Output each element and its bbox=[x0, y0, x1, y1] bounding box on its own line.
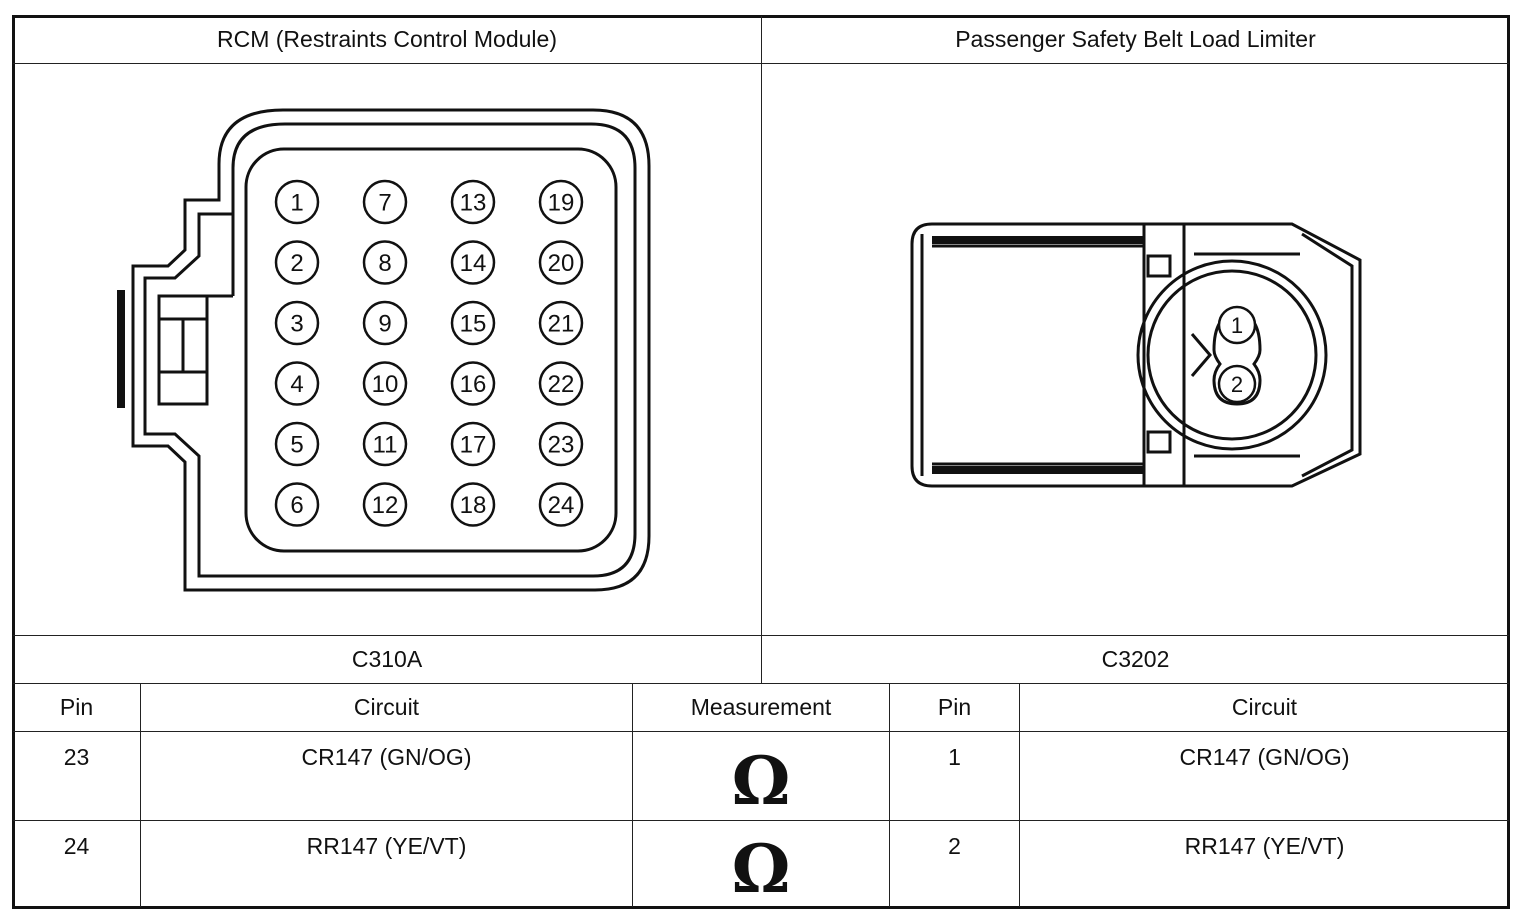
row1-circuit-b: CR147 (GN/OG) bbox=[1179, 744, 1350, 770]
limiter-pin-1-label: 1 bbox=[1231, 313, 1243, 338]
rcm-pin-7-circle bbox=[362, 179, 408, 225]
rcm-pin-1-circle bbox=[274, 179, 320, 225]
rcm-pin-6-label: 6 bbox=[290, 492, 303, 519]
row1-pin-a: 23 bbox=[63, 744, 90, 770]
load-limiter-connector-diagram: 12 bbox=[910, 222, 1362, 488]
rcm-pin-15-label: 15 bbox=[460, 311, 487, 338]
rcm-pin-12-circle bbox=[362, 482, 408, 527]
row2-measurement-ohm-icon: Ω bbox=[731, 830, 791, 908]
limiter-pin-1-circle bbox=[1217, 305, 1257, 345]
rcm-pin-10-circle bbox=[362, 361, 408, 406]
rcm-pin-24-circle bbox=[538, 482, 584, 527]
header-pin-b: Pin bbox=[937, 694, 972, 720]
divider-diagram-row bbox=[13, 635, 1509, 636]
rcm-pin-1-label: 1 bbox=[290, 190, 303, 217]
limiter-pin-2-circle bbox=[1217, 364, 1257, 404]
rcm-pin-5-label: 5 bbox=[290, 432, 303, 459]
row2-pin-b: 2 bbox=[948, 833, 961, 859]
rcm-pin-24-label: 24 bbox=[548, 492, 575, 519]
limiter-pin-2-label: 2 bbox=[1231, 372, 1243, 397]
rcm-pin-22-label: 22 bbox=[548, 371, 575, 398]
rcm-pin-18-circle bbox=[450, 482, 496, 527]
rcm-pin-14-circle bbox=[450, 240, 496, 285]
divider-id-row bbox=[13, 683, 1509, 684]
rcm-pin-19-label: 19 bbox=[548, 190, 575, 217]
rcm-pin-12-label: 12 bbox=[372, 492, 399, 519]
rcm-pin-8-label: 8 bbox=[378, 250, 391, 277]
rcm-pin-3-label: 3 bbox=[290, 311, 303, 338]
load-limiter-connector-id: C3202 bbox=[1101, 646, 1170, 672]
divider-col-4 bbox=[1019, 684, 1020, 907]
rcm-pin-17-circle bbox=[450, 421, 496, 467]
header-measurement: Measurement bbox=[690, 694, 832, 720]
rcm-pin-22-circle bbox=[538, 361, 584, 406]
rcm-connector-title: RCM (Restraints Control Module) bbox=[217, 26, 557, 52]
rcm-pin-8-circle bbox=[362, 240, 408, 285]
rcm-pin-10-label: 10 bbox=[372, 371, 399, 398]
rcm-pin-7-label: 7 bbox=[378, 190, 391, 217]
rcm-pin-11-circle bbox=[362, 421, 408, 467]
rcm-pin-5-circle bbox=[274, 421, 320, 467]
divider-title-row bbox=[13, 63, 1509, 64]
rcm-pin-16-circle bbox=[450, 361, 496, 406]
divider-connectors bbox=[761, 16, 762, 683]
row1-pin-b: 1 bbox=[948, 744, 961, 770]
header-circuit-a: Circuit bbox=[353, 694, 420, 720]
rcm-pin-3-circle bbox=[274, 300, 320, 346]
row2-pin-a: 24 bbox=[63, 833, 90, 859]
row1-measurement-ohm-icon: Ω bbox=[731, 742, 791, 820]
rcm-pin-20-circle bbox=[538, 240, 584, 285]
rcm-pin-13-circle bbox=[450, 179, 496, 225]
rcm-pin-23-label: 23 bbox=[548, 432, 575, 459]
rcm-pin-20-label: 20 bbox=[548, 250, 575, 277]
rcm-connector-id: C310A bbox=[351, 646, 423, 672]
divider-row-1 bbox=[13, 820, 1509, 821]
header-circuit-b: Circuit bbox=[1231, 694, 1298, 720]
rcm-pin-19-circle bbox=[538, 179, 584, 225]
rcm-pin-13-label: 13 bbox=[460, 190, 487, 217]
rcm-pin-2-circle bbox=[274, 240, 320, 285]
rcm-pin-9-circle bbox=[362, 300, 408, 346]
rcm-pin-4-label: 4 bbox=[290, 371, 303, 398]
rcm-pin-23-circle bbox=[538, 421, 584, 467]
rcm-pin-11-label: 11 bbox=[373, 432, 398, 459]
divider-col-3 bbox=[889, 684, 890, 907]
rcm-pin-21-circle bbox=[538, 300, 584, 346]
rcm-pin-21-label: 21 bbox=[548, 311, 575, 338]
row2-circuit-b: RR147 (YE/VT) bbox=[1184, 833, 1345, 859]
rcm-pin-17-label: 17 bbox=[460, 432, 487, 459]
rcm-pin-14-label: 14 bbox=[460, 250, 487, 277]
rcm-pin-18-label: 18 bbox=[460, 492, 487, 519]
rcm-pin-4-circle bbox=[274, 361, 320, 406]
row2-circuit-a: RR147 (YE/VT) bbox=[306, 833, 467, 859]
load-limiter-connector-title: Passenger Safety Belt Load Limiter bbox=[955, 26, 1316, 52]
divider-header-row bbox=[13, 731, 1509, 732]
rcm-pin-15-circle bbox=[450, 300, 496, 346]
divider-col-1 bbox=[140, 684, 141, 907]
rcm-pin-16-label: 16 bbox=[460, 371, 487, 398]
row1-circuit-a: CR147 (GN/OG) bbox=[301, 744, 472, 770]
divider-col-2 bbox=[632, 684, 633, 907]
rcm-pin-9-label: 9 bbox=[378, 311, 391, 338]
header-pin-a: Pin bbox=[59, 694, 94, 720]
rcm-pin-6-circle bbox=[274, 482, 320, 527]
rcm-pin-2-label: 2 bbox=[290, 250, 303, 277]
